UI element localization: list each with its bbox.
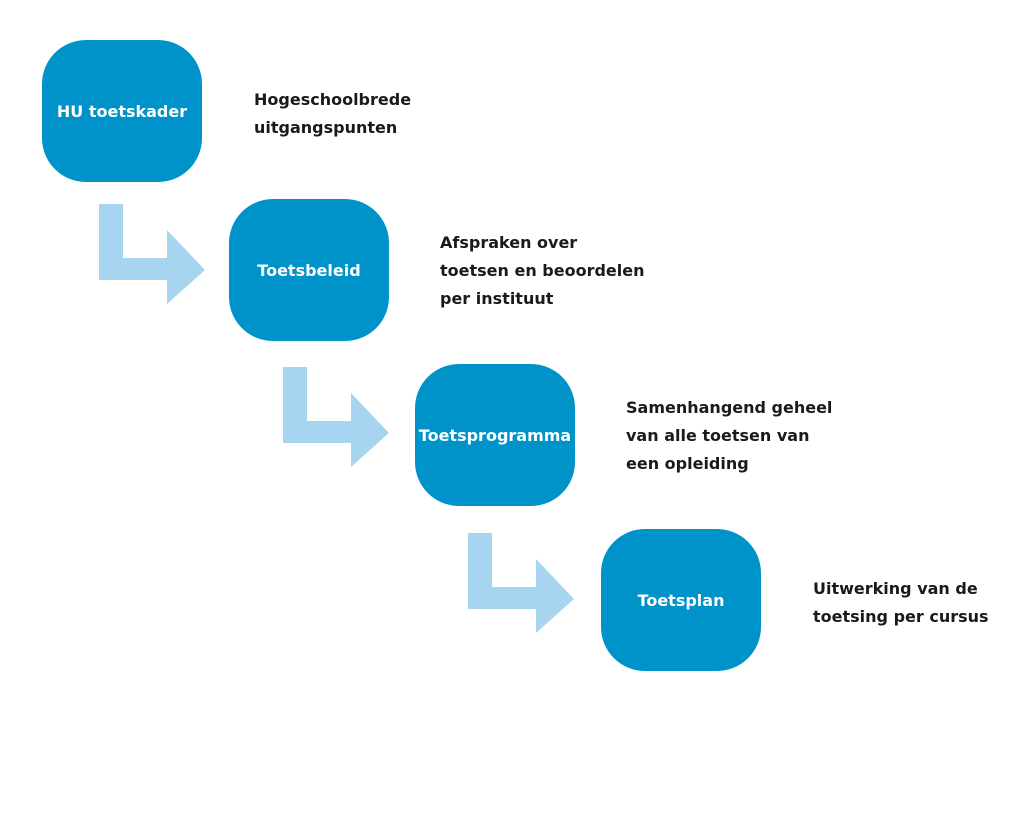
step-description-line: toetsen en beoordelen [440,261,645,280]
arrow-shape [468,533,574,633]
step-description-line: Samenhangend geheel [626,398,833,417]
step-description-line: uitgangspunten [254,118,398,137]
step-box-toetsbeleid: Toetsbeleid [229,199,389,341]
bent-arrow-right-icon [99,204,205,304]
step-label: Toetsprogramma [418,425,572,445]
step-description-line: een opleiding [626,454,749,473]
step-description-toetsplan: Uitwerking van de toetsing per cursus [813,575,989,631]
step-label: HU toetskader [56,101,188,121]
arrow-shape [283,367,389,467]
step-box-toetsplan: Toetsplan [601,529,761,671]
step-description-line: Hogeschoolbrede [254,90,412,109]
arrow-shape [99,204,205,304]
step-description-hu-toetskader: Hogeschoolbrede uitgangspunten [254,86,411,142]
step-label: Toetsplan [637,590,725,610]
step-description-line: van alle toetsen van [626,426,810,445]
bent-arrow-right-icon [468,533,574,633]
step-description-line: per instituut [440,289,554,308]
bent-arrow-right-icon [283,367,389,467]
step-description-line: toetsing per cursus [813,607,989,626]
step-box-toetsprogramma: Toetsprogramma [415,364,575,506]
step-description-toetsprogramma: Samenhangend geheel van alle toetsen van… [626,394,832,478]
step-box-hu-toetskader: HU toetskader [42,40,202,182]
step-description-line: Uitwerking van de [813,579,978,598]
step-description-line: Afspraken over [440,233,578,252]
step-label: Toetsbeleid [257,260,361,280]
step-description-toetsbeleid: Afspraken over toetsen en beoordelen per… [440,229,645,313]
